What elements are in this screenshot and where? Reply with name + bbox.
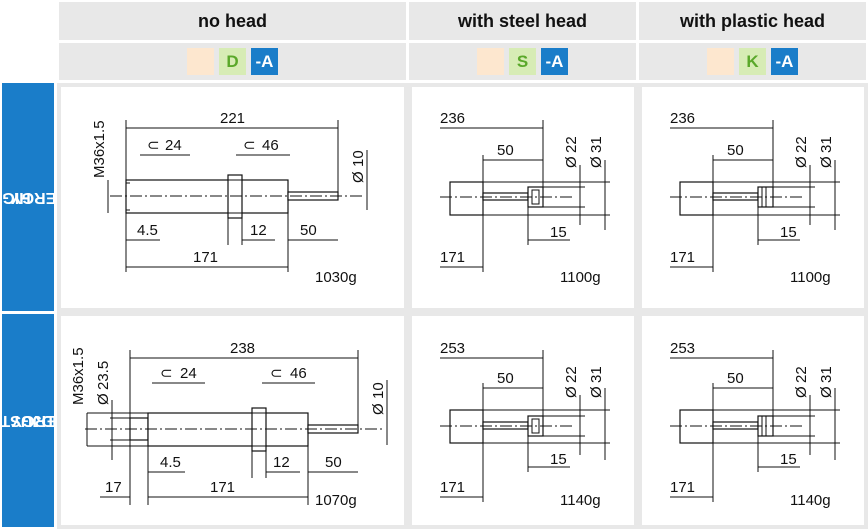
diameter-symbol: Ø — [95, 393, 112, 405]
code-chip-blank — [187, 48, 214, 75]
code-chip-model: D — [219, 48, 246, 75]
wrench-symbol: ⊂ — [147, 137, 160, 154]
dim-length: 238 — [230, 340, 255, 357]
dim-head: 15 — [780, 224, 797, 241]
dim-wrench-46: 46 — [262, 137, 279, 154]
code-row-steel-head: S -A — [409, 43, 636, 80]
dim-stroke: 50 — [497, 370, 514, 387]
dim-length: 221 — [220, 110, 245, 127]
code-chip-blank — [477, 48, 504, 75]
weight: 1100g — [560, 269, 601, 286]
column-header-steel-head: with steel head — [409, 2, 636, 40]
code-row-plastic-head: K -A — [639, 43, 866, 80]
wrench-symbol: ⊂ — [160, 365, 173, 382]
dim-dia-22: 22 — [793, 136, 810, 153]
column-title: no head — [197, 10, 267, 31]
dim-body-length: 171 — [210, 479, 235, 496]
column-header-plastic-head: with plastic head — [639, 2, 866, 40]
column-header-no-head: no head — [59, 2, 406, 40]
dim-rod-dia: 10 — [370, 382, 387, 399]
wrench-symbol: ⊂ — [270, 365, 283, 382]
row-label-adjustable-energy: ADJUSTABLEENERGY — [0, 314, 79, 527]
code-chip-suffix: -A — [251, 48, 278, 75]
diameter-symbol: Ø — [563, 386, 580, 398]
dim-12: 12 — [250, 222, 267, 239]
dim-length: 253 — [670, 340, 695, 357]
dim-body-length: 171 — [440, 479, 465, 496]
diameter-symbol: Ø — [793, 156, 810, 168]
code-chip-model: K — [739, 48, 766, 75]
dim-wrench-46: 46 — [290, 365, 307, 382]
dim-4-5: 4.5 — [160, 454, 181, 471]
dim-dia-31: 31 — [588, 366, 605, 383]
weight: 1030g — [315, 269, 357, 286]
diameter-symbol: Ø — [793, 386, 810, 398]
dim-head: 15 — [550, 451, 567, 468]
dim-stroke: 50 — [300, 222, 317, 239]
wrench-symbol: ⊂ — [243, 137, 256, 154]
dim-body-length: 171 — [193, 249, 218, 266]
weight: 1140g — [790, 492, 831, 509]
dim-4-5: 4.5 — [137, 222, 158, 239]
dim-length: 253 — [440, 340, 465, 357]
dim-rod-dia: 10 — [350, 150, 367, 167]
dim-head: 15 — [780, 451, 797, 468]
row-label-high-energy: HIGHENERGY — [0, 83, 79, 311]
dim-stroke: 50 — [727, 370, 744, 387]
dim-stroke: 50 — [727, 142, 744, 159]
code-chip-suffix: -A — [541, 48, 568, 75]
drawing-adj-steel-head: 253 50 Ø 22 Ø 31 15 171 1140g — [440, 340, 610, 509]
dim-thread: M36x1.5 — [70, 347, 87, 405]
diameter-symbol: Ø — [370, 403, 387, 415]
weight: 1070g — [315, 492, 357, 509]
drawing-high-steel-head: 236 50 Ø 22 Ø 31 15 171 1100g — [440, 110, 610, 286]
dim-dia-22: 22 — [563, 366, 580, 383]
weight: 1100g — [790, 269, 831, 286]
dim-adj-dia: 23.5 — [95, 361, 112, 390]
cell-adj-steel-head — [408, 312, 638, 529]
diameter-symbol: Ø — [563, 156, 580, 168]
dim-dia-22: 22 — [793, 366, 810, 383]
dim-body-length: 171 — [440, 249, 465, 266]
dim-dia-22: 22 — [563, 136, 580, 153]
dim-dia-31: 31 — [588, 136, 605, 153]
code-chip-suffix: -A — [771, 48, 798, 75]
dim-body-length: 171 — [670, 249, 695, 266]
drawing-adj-no-head: 238 M36x1.5 Ø 23.5 ⊂ 24 ⊂ 46 Ø 10 4.5 12… — [70, 340, 388, 509]
drawing-high-plastic-head: 236 50 Ø 22 Ø 31 15 171 1100g — [670, 110, 840, 286]
dim-12: 12 — [273, 454, 290, 471]
diameter-symbol: Ø — [588, 386, 605, 398]
dim-thread: M36x1.5 — [91, 120, 108, 178]
dim-dia-31: 31 — [818, 366, 835, 383]
diameter-symbol: Ø — [818, 386, 835, 398]
diameter-symbol: Ø — [588, 156, 605, 168]
column-title: with steel head — [457, 10, 588, 31]
column-title: with plastic head — [679, 10, 826, 31]
dim-wrench-24: 24 — [165, 137, 182, 154]
cell-adj-plastic-head — [638, 312, 868, 529]
dim-dia-31: 31 — [818, 136, 835, 153]
cylinder-body — [449, 181, 484, 216]
code-row-no-head: D -A — [59, 43, 406, 80]
drawing-high-no-head: 221 M36x1.5 ⊂ 24 ⊂ 46 Ø 10 4.5 12 50 171… — [91, 110, 368, 286]
code-chip-blank — [707, 48, 734, 75]
dim-stroke: 50 — [325, 454, 342, 471]
diameter-symbol: Ø — [350, 171, 367, 183]
dim-adj-length: 17 — [105, 479, 122, 496]
drawing-adj-plastic-head: 253 50 Ø 22 Ø 31 15 171 1140g — [670, 340, 840, 509]
dim-stroke: 50 — [497, 142, 514, 159]
dim-head: 15 — [550, 224, 567, 241]
weight: 1140g — [560, 492, 601, 509]
code-chip-model: S — [509, 48, 536, 75]
diameter-symbol: Ø — [818, 156, 835, 168]
dim-body-length: 171 — [670, 479, 695, 496]
dim-length: 236 — [440, 110, 465, 127]
dim-length: 236 — [670, 110, 695, 127]
dim-wrench-24: 24 — [180, 365, 197, 382]
cylinder-body — [679, 181, 714, 216]
